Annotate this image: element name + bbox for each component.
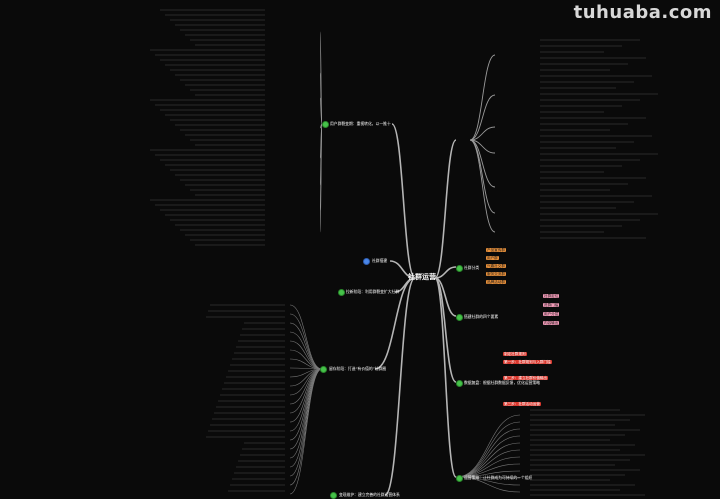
step-tag[interactable]: 第一步：社群规划与入群门槛 [503,360,552,365]
connector-line [391,123,416,279]
step-tag[interactable]: 第三步：社群活动运营 [503,402,541,407]
branch-node[interactable]: 运营策略：让社群成为可持续的一个组织 [464,475,533,480]
category-tag[interactable]: 用户群 [486,256,499,261]
connector-line [289,368,323,405]
branch-node[interactable]: 留存阶段：打造“有价值的”社群圈 [329,366,387,371]
connector-line [455,421,521,478]
branch-icon [330,492,337,499]
connector-line [289,322,323,370]
connector-line [289,340,323,370]
element-tag[interactable]: 内容输出 [543,321,560,326]
connector-line [319,123,323,233]
branch-icon [320,366,327,373]
connector-line [455,435,521,478]
connector-line [469,139,496,214]
branch-icon [338,289,345,296]
category-tag[interactable]: 品牌活动群 [486,280,506,285]
center-topic[interactable]: 社群运营 [408,273,436,281]
connector-line [434,139,457,279]
connector-line [455,414,521,478]
category-tag[interactable]: 兴趣社交群 [486,264,506,269]
connector-line [469,139,496,233]
connector-line [469,126,496,141]
connector-line [455,442,521,478]
connector-line [434,266,457,279]
connector-line [455,428,521,478]
connector-line [434,277,457,478]
connector-line [289,368,323,477]
connector-line [289,313,323,370]
connector-line [469,54,496,141]
branch-node[interactable]: 数据复盘：根据社群数据反馈，优化运营策略 [464,380,540,385]
branch-icon [456,314,463,321]
connector-line [289,368,323,468]
branch-node[interactable]: 社群分类 [464,265,480,270]
branch-icon [322,121,329,128]
branch-node[interactable]: 拉新阶段：利用群裂变扩大社群 [346,289,400,294]
connector-line [384,277,416,496]
branch-icon [456,380,463,387]
branch-node[interactable]: 社群搭建 [372,258,388,263]
element-tag[interactable]: 用户分层 [543,312,560,317]
category-tag[interactable]: 服务交流群 [486,272,506,277]
connector-line [455,449,521,478]
connector-line [455,476,521,493]
step-tag[interactable]: 第二步：建立社群价值输出 [503,376,549,381]
connector-line [289,368,323,450]
connector-line [374,277,416,370]
branch-node[interactable]: 变现维护：建立完善的社群运营体系 [339,492,400,497]
connector-line [289,368,323,495]
branch-node[interactable]: 用户群裂变期：重视转化，以一推十 [330,121,391,126]
connector-line [434,277,457,383]
connector-line [289,331,323,370]
connector-line [319,97,323,125]
connector-line [389,260,416,279]
watermark: tuhuaba.com [573,2,712,23]
branch-node[interactable]: 搭建社群的四个要素 [464,314,499,319]
branch-icon [456,475,463,482]
branch-icon [363,258,370,265]
category-tag[interactable]: 产品宣传群 [486,248,506,253]
element-tag[interactable]: 进群门槛 [543,303,560,308]
element-tag[interactable]: 社群定位 [543,294,560,299]
branch-icon [456,265,463,272]
connector-line [469,94,496,141]
step-tag[interactable]: 制定社群规则 [503,352,527,357]
connector-line [289,368,323,414]
